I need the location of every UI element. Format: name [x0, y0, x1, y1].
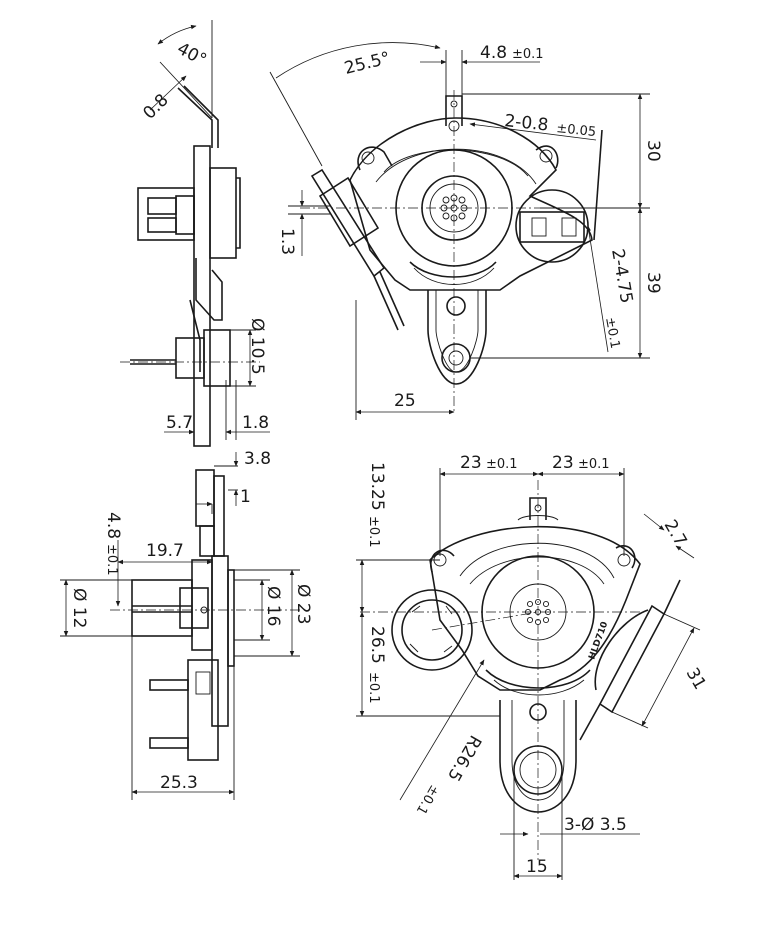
bottom-left-side-view: 3.8 1 4.8 ±0.1 19.7 Ø 12 Ø 16 Ø 23 25.3	[60, 449, 313, 800]
tab-width-tol: ±0.1	[512, 47, 544, 62]
dia-small-label: Ø 12	[69, 588, 89, 628]
arc-angle-label: 25.5°	[342, 48, 392, 79]
lower-height-tol: ±0.1	[366, 672, 381, 704]
right-half-tol: ±0.1	[578, 457, 610, 472]
shaft-value: 4.8	[103, 512, 123, 539]
left-half-tol: ±0.1	[486, 457, 518, 472]
bottom-height-label: 39	[643, 272, 663, 294]
side-offset-label: 1.3	[277, 228, 297, 255]
top-left-side-view: 40° 0.8 Ø 10.5 5.7 1.8	[120, 20, 270, 447]
left-half-value: 23	[460, 453, 482, 473]
overall-label: 25.3	[160, 773, 198, 793]
ear-width-label: 2.7	[660, 517, 691, 550]
width-label: 25	[394, 391, 416, 411]
shaft-tol: ±0.1	[104, 544, 119, 576]
sensor-length-label: 31	[682, 665, 710, 694]
terminal-tol: ±0.1	[602, 316, 622, 350]
radius-tol: ±0.1	[413, 782, 442, 817]
right-sensor: HLD710	[579, 579, 681, 741]
right-offset-label: 1.8	[242, 413, 269, 433]
diameter-label: Ø 10.5	[247, 318, 267, 375]
dia-large-label: Ø 23	[293, 584, 313, 624]
part-marking: HLD710	[587, 620, 610, 661]
flange-label: 1	[240, 487, 251, 507]
angle-label: 40°	[174, 39, 210, 71]
bottom-right-front-view: HLD710 23 ±0.1 23 ±0.1 13.25	[356, 453, 710, 880]
upper-height-tol: ±0.1	[366, 516, 381, 548]
top-offset-label: 3.8	[244, 449, 271, 469]
top-right-front-view: 25.5° 4.8 ±0.1 2-0.8 ±0.05 30 39 1.3 2-4…	[269, 42, 663, 420]
left-offset-label: 5.7	[166, 413, 193, 433]
thickness-label: 0.8	[139, 90, 172, 123]
length-label: 19.7	[146, 541, 184, 561]
radius-value: R26.5	[443, 732, 485, 785]
top-height-label: 30	[643, 140, 663, 162]
lower-height-value: 26.5	[367, 626, 387, 664]
upper-height-value: 13.25	[367, 462, 387, 511]
tab-width-value: 4.8	[480, 43, 507, 63]
spacing-label: 15	[526, 857, 548, 877]
dia-mid-label: Ø 16	[263, 586, 283, 626]
right-half-value: 23	[552, 453, 574, 473]
hole-label-value: 2-0.8	[503, 111, 549, 135]
hole-count-label: 3-Ø 3.5	[564, 815, 627, 835]
left-sensor	[310, 168, 405, 331]
terminal-value: 2-4.75	[607, 247, 636, 304]
hole-label-tol: ±0.05	[556, 121, 597, 140]
